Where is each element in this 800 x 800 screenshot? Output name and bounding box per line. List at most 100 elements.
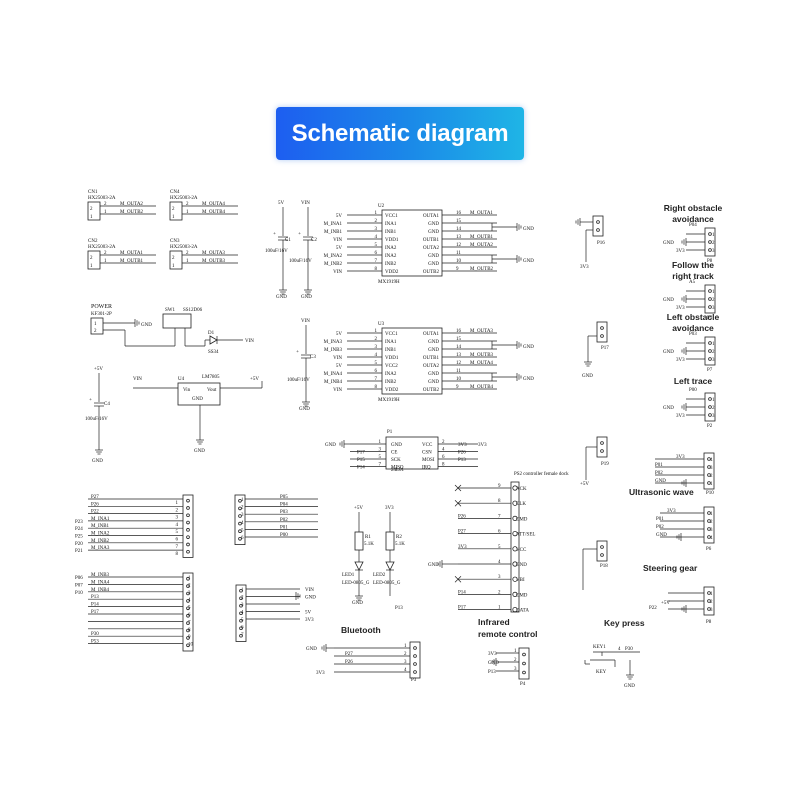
- pin-name: INA2: [385, 372, 397, 377]
- pin-marker: [186, 636, 190, 640]
- capacitor-value: 100uF/16V: [265, 249, 288, 254]
- pin-number: 1: [712, 290, 715, 295]
- pin-name: CSN: [422, 451, 432, 456]
- pin-number: 1: [375, 211, 378, 216]
- pin-number: 4: [241, 521, 244, 526]
- pin-name: VDD1: [385, 356, 399, 361]
- pin-label: P07: [75, 583, 83, 588]
- pin-number: 5: [176, 530, 179, 535]
- pin-marker: [596, 228, 600, 232]
- pin-number: 14: [456, 227, 462, 232]
- ground-symbol: [355, 595, 363, 601]
- switch-ref: SW1: [165, 308, 176, 313]
- net-label: 3V3: [676, 455, 685, 460]
- pin-number: 4: [710, 536, 713, 541]
- key-name: KEY: [596, 670, 607, 675]
- ground-symbol: [516, 223, 522, 231]
- connector-ref: P16: [597, 241, 605, 246]
- pin-name: VCC1: [385, 214, 398, 219]
- net-label: 3V3: [676, 306, 685, 311]
- section-infrared-1: Infrared: [478, 617, 510, 627]
- ground-symbol: [304, 289, 312, 295]
- diode-part: SS34: [208, 350, 219, 355]
- net-label: M_OUTA2: [120, 202, 143, 207]
- pin-label: P21: [75, 549, 83, 554]
- pin-marker: [186, 513, 190, 518]
- section-follow_track-2: right track: [672, 271, 714, 281]
- pin-number: 7: [176, 545, 179, 550]
- net-label: P17: [357, 451, 365, 456]
- net-label: P26: [458, 514, 466, 519]
- pin-marker: [600, 334, 604, 338]
- pin-marker: [708, 289, 712, 293]
- pin-header-p19: [596, 436, 608, 458]
- pin-header-p18: [596, 540, 608, 562]
- net-label: P15: [357, 458, 365, 463]
- led-part: LED-0805_G: [373, 581, 401, 586]
- net-label: P02: [656, 525, 664, 530]
- pin-label: P06: [75, 576, 83, 581]
- motor-driver-ic: [381, 327, 443, 395]
- pin-name: VDD2: [385, 388, 399, 393]
- led-ref: LED1: [342, 573, 355, 578]
- sensor-net: P04: [689, 223, 697, 228]
- pin-marker: [707, 591, 711, 595]
- ps2-pin: [512, 606, 518, 613]
- net-label: GND: [663, 241, 674, 246]
- page-title: Schematic diagram: [291, 119, 509, 147]
- net-label: 3V3: [667, 509, 676, 514]
- net-label: VIN: [333, 388, 342, 393]
- connector-ref: CN4: [170, 190, 180, 195]
- ground-symbol: [681, 605, 687, 613]
- pin-number: 3: [710, 528, 713, 533]
- pin-number: 16: [456, 329, 462, 334]
- pin-name: ACK: [516, 487, 527, 492]
- net-label: 3V3: [676, 414, 685, 419]
- radio-module: [385, 436, 439, 470]
- section-keypress: Key press: [604, 618, 645, 628]
- pin-number: 7: [241, 633, 244, 638]
- pin-number: 3: [188, 591, 191, 596]
- section-bluetooth: Bluetooth: [341, 625, 381, 635]
- key-ref: KEY1: [593, 645, 606, 650]
- pin-number: 2: [404, 652, 407, 657]
- pin-number: 9: [188, 635, 191, 640]
- pin-name: DATA: [516, 609, 529, 614]
- pin-number: 2: [375, 337, 378, 342]
- net-label: M_INA2: [324, 254, 343, 259]
- led-ref: LED2: [373, 573, 386, 578]
- driver-part: MX1919H: [378, 280, 400, 285]
- pin-number: 4: [375, 353, 378, 358]
- pin-number: 1: [172, 215, 175, 220]
- no-connect-mark: [454, 499, 462, 507]
- pin-number: 2: [712, 350, 715, 355]
- pin-marker: [239, 596, 243, 601]
- pin-marker: [522, 652, 526, 657]
- net-label: P03: [280, 510, 288, 515]
- pin-number: 4: [404, 668, 407, 673]
- pin-marker: [186, 591, 190, 596]
- connector-ref: P17: [601, 346, 609, 351]
- pin-number: 7: [379, 463, 382, 468]
- pin-number: 1: [710, 592, 713, 597]
- pin-number: 2: [172, 207, 175, 212]
- pin-name: GND: [192, 397, 203, 402]
- section-left_obstacle-1: Left obstacle: [667, 312, 720, 322]
- connector-ref: P1: [387, 430, 393, 435]
- ps2-pin: [512, 591, 518, 598]
- pin-name: INA2: [385, 246, 397, 251]
- pin-marker: [707, 511, 711, 515]
- pin-label: P23: [75, 520, 83, 525]
- motor-driver-ic: [381, 209, 443, 277]
- net-label: M_OUTA2: [470, 243, 493, 248]
- pin-number: 8: [375, 267, 378, 272]
- resistor-value: 5.1K: [364, 542, 374, 547]
- resistor: [385, 531, 395, 551]
- net-label: M_OUTB2: [470, 267, 494, 272]
- pin-header-p6: [703, 506, 715, 544]
- pin-marker: [413, 646, 417, 650]
- net-label: P14: [91, 603, 99, 608]
- net-label: GND: [656, 533, 667, 538]
- pin-marker: [707, 465, 711, 469]
